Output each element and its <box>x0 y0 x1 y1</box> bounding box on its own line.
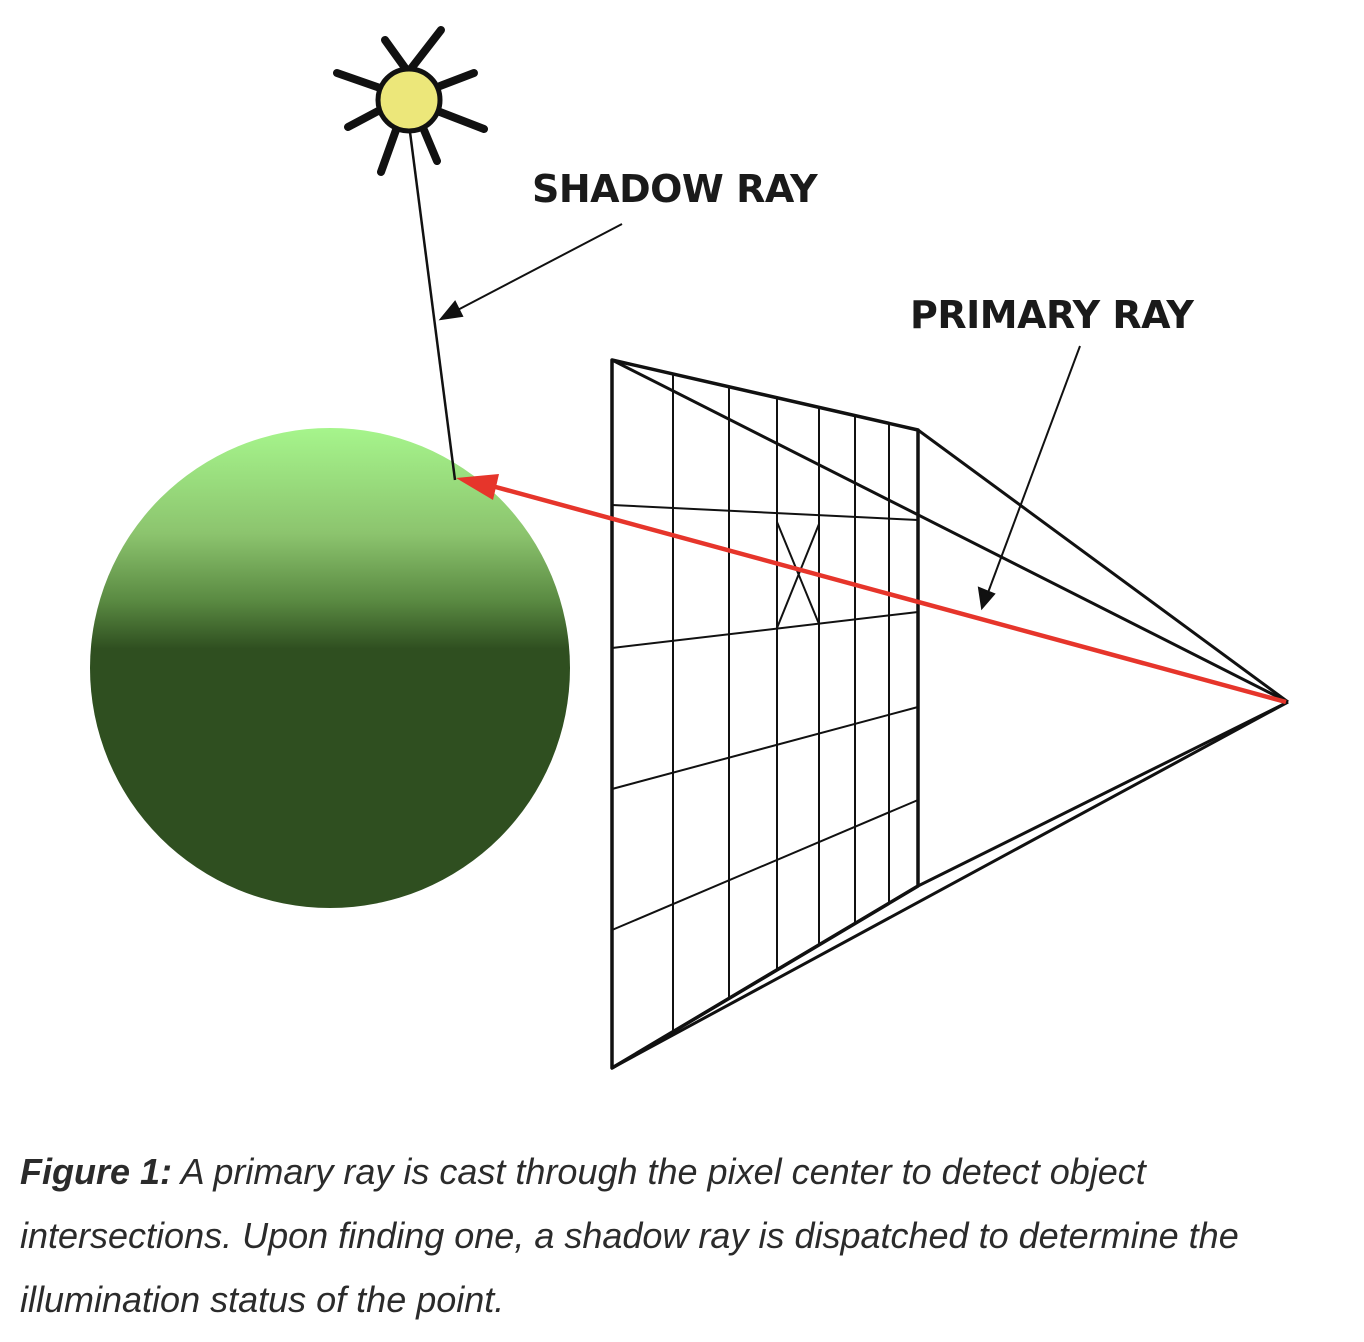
callout-arrows <box>438 223 1081 611</box>
sun-icon <box>333 26 488 176</box>
primary-ray <box>456 474 1287 705</box>
image-plane-grid <box>610 358 1289 1070</box>
caption-label: Figure 1: <box>20 1151 173 1192</box>
shadow-ray-label: SHADOW RAY <box>532 167 818 211</box>
caption-text: A primary ray is cast through the pixel … <box>20 1151 1239 1320</box>
shadow-ray <box>408 131 457 481</box>
ray-tracing-diagram: SHADOW RAY PRIMARY RAY <box>90 26 1289 1070</box>
primary-ray-label: PRIMARY RAY <box>910 293 1194 337</box>
figure-caption: Figure 1: A primary ray is cast through … <box>20 1140 1350 1332</box>
sphere <box>90 428 570 908</box>
